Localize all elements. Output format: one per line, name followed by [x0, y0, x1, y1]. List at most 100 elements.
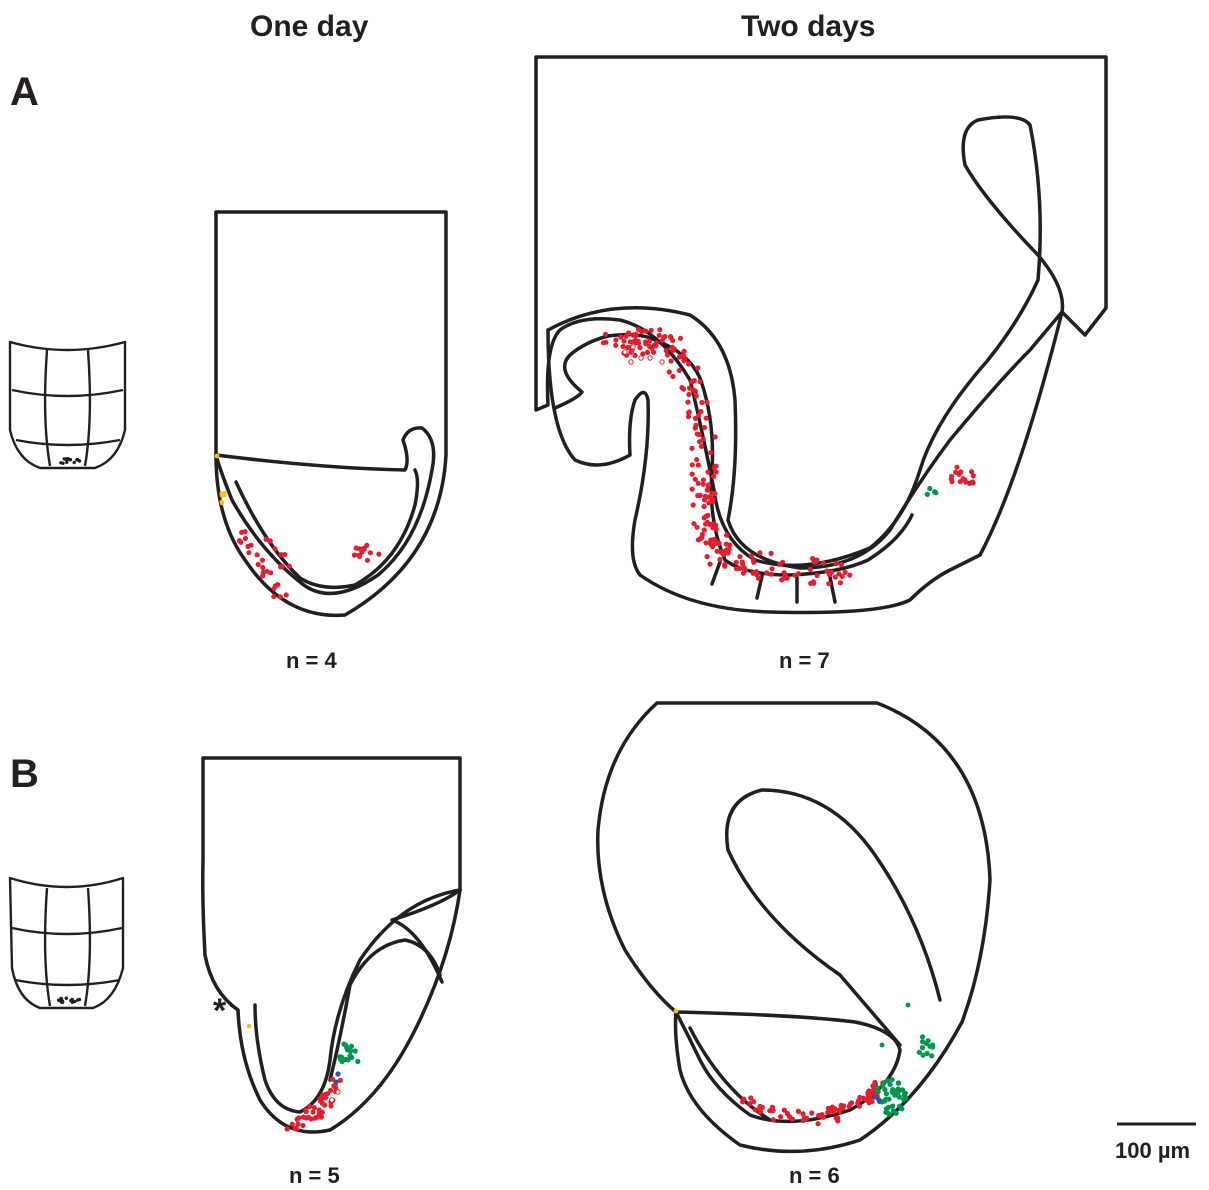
cell-dot — [724, 533, 729, 538]
cell-dot — [264, 569, 269, 574]
cell-dot — [857, 1095, 862, 1100]
cell-dot — [696, 463, 701, 468]
cell-dot — [883, 1097, 888, 1102]
cell-dot — [933, 490, 938, 495]
cell-dot — [782, 1108, 787, 1113]
cell-dot — [717, 557, 722, 562]
cell-dot — [248, 543, 253, 548]
cell-dot — [885, 1110, 890, 1115]
cell-dot — [282, 552, 287, 557]
cell-dot — [882, 1087, 887, 1092]
cell-dot — [769, 572, 774, 577]
cell-dot — [674, 1009, 679, 1014]
cell-dot — [621, 339, 626, 344]
cell-dot — [705, 520, 710, 525]
cell-dot — [769, 551, 774, 556]
cell-dot — [345, 1047, 350, 1052]
cell-dot — [69, 458, 72, 461]
cell-dot — [701, 482, 706, 487]
cell-dot — [690, 487, 695, 492]
count-a-two-days: n = 7 — [779, 648, 830, 674]
asterisk-marker: * — [213, 992, 226, 1031]
cell-dot — [698, 409, 703, 414]
cell-dot — [747, 1101, 752, 1106]
count-b-two-days: n = 6 — [789, 1163, 840, 1189]
cell-dot — [686, 392, 691, 397]
cell-dot — [754, 569, 759, 574]
cell-dot — [749, 553, 754, 558]
cell-dot — [857, 1104, 862, 1109]
cell-dot — [838, 580, 843, 585]
cell-dot — [691, 502, 696, 507]
cell-dot — [664, 348, 669, 353]
cell-dot — [971, 480, 976, 485]
cell-dot — [712, 491, 717, 496]
cell-dot — [364, 543, 369, 548]
cell-dot — [816, 1113, 821, 1118]
cell-dot — [751, 558, 756, 563]
cell-dot — [300, 1123, 305, 1128]
cell-dot — [689, 446, 694, 451]
cell-dot — [821, 561, 826, 566]
cell-dot — [699, 444, 704, 449]
scale-bar-label: 100 µm — [1115, 1138, 1190, 1164]
cell-dot — [670, 348, 675, 353]
cell-dot — [876, 1089, 881, 1094]
cell-dot — [335, 1071, 340, 1076]
cell-dot — [748, 1095, 753, 1100]
cell-dot — [632, 353, 637, 358]
cell-dot — [306, 1115, 311, 1120]
fate-map-a — [10, 342, 125, 468]
cell-dot — [65, 997, 68, 1000]
cell-dot — [670, 338, 675, 343]
count-b-one-day: n = 5 — [289, 1163, 340, 1189]
cell-dot — [737, 554, 742, 559]
cell-dot — [971, 473, 976, 478]
cell-dot — [219, 492, 223, 496]
cell-dot — [667, 369, 672, 374]
cell-dot — [678, 336, 683, 341]
cell-dot — [802, 1115, 807, 1120]
cell-dot — [271, 594, 276, 599]
cell-dot — [352, 553, 357, 558]
cell-dot — [896, 1081, 901, 1086]
embryo-a-two-days — [536, 57, 1106, 613]
labelled-cells-a-two-days — [601, 327, 976, 586]
cell-dot — [317, 1107, 322, 1112]
cell-dot — [677, 355, 682, 360]
cell-dot — [714, 469, 719, 474]
cell-dot — [631, 345, 635, 349]
cell-dot — [349, 1055, 354, 1060]
fate-map-a-labelled-cells — [59, 457, 81, 465]
cell-dot — [631, 339, 636, 344]
cell-dot — [220, 501, 224, 505]
cell-dot — [695, 365, 700, 370]
cell-dot — [724, 547, 729, 552]
cell-dot — [906, 1003, 911, 1008]
embryo-b-two-days — [598, 703, 990, 1151]
cell-dot — [816, 1121, 821, 1126]
column-heading-two-days: Two days — [741, 10, 875, 44]
cell-dot — [700, 532, 705, 537]
cell-dot — [889, 1077, 894, 1082]
cell-dot — [704, 400, 709, 405]
cell-dot — [713, 434, 718, 439]
cell-dot — [779, 577, 784, 582]
cell-dot — [710, 521, 715, 526]
cell-dot — [706, 500, 711, 505]
cell-dot — [920, 1034, 925, 1039]
count-a-one-day: n = 4 — [286, 648, 337, 674]
cell-dot — [734, 566, 739, 571]
cell-dot — [832, 1106, 837, 1111]
cell-dot — [330, 1098, 334, 1102]
cell-dot — [260, 565, 265, 570]
cell-dot — [899, 1106, 904, 1111]
cell-dot — [686, 361, 691, 366]
cell-dot — [677, 368, 682, 373]
cell-dot — [708, 450, 713, 455]
cell-dot — [278, 564, 283, 569]
cell-dot — [833, 561, 838, 566]
cell-dot — [703, 540, 708, 545]
cell-dot — [76, 998, 79, 1001]
cell-dot — [741, 1097, 746, 1102]
